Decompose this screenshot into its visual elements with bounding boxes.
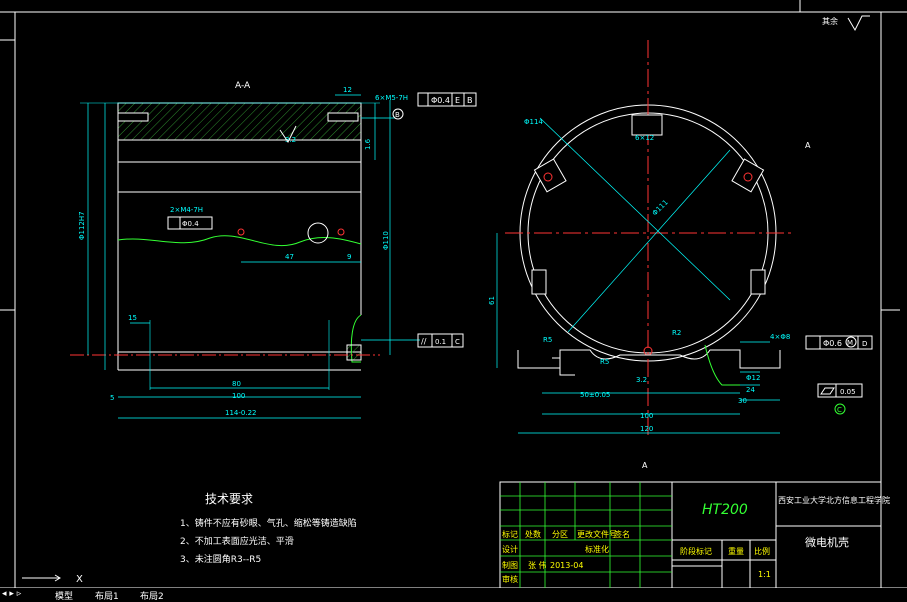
tb-design: 设计 [502, 544, 518, 554]
dim-r05: R5 [600, 358, 609, 366]
tb-stage: 阶段标记 [680, 546, 712, 556]
datum-b-label: B [395, 111, 400, 119]
dim-61: 61 [488, 296, 496, 305]
tb-ratio: 比例 [754, 546, 770, 556]
section-view [70, 102, 380, 390]
tech-item-3: 3、未注圆角R3--R5 [180, 553, 261, 565]
tb-scale: 1:1 [758, 570, 771, 579]
dim-6x12: 6×12 [635, 134, 654, 142]
dim-r32: 3.2 [285, 136, 296, 144]
roughness-symbol-top [279, 125, 297, 143]
ucs-icon [22, 574, 61, 582]
svg-text:B: B [467, 96, 473, 105]
svg-text:0.1: 0.1 [435, 338, 446, 346]
dim-dia-inner: Φ110 [382, 231, 390, 250]
trim-marks [0, 0, 900, 311]
dim-114: 114-0.22 [225, 409, 256, 417]
roughness-note: 其余 [822, 16, 838, 26]
tb-institution: 西安工业大学北方信息工程学院 [778, 495, 890, 505]
dim-120: 120 [640, 425, 653, 433]
tb-sign: 签名 [614, 529, 630, 539]
dim-80: 80 [232, 380, 241, 388]
gdt-frame-thread2: Φ0.4 [167, 216, 213, 230]
svg-text:Φ0.4: Φ0.4 [182, 220, 199, 228]
svg-text:Φ0.4: Φ0.4 [431, 96, 450, 105]
tech-item-2: 2、不加工表面应光洁、平滑 [180, 535, 294, 547]
tab-model[interactable]: 模型 [55, 592, 74, 602]
svg-text:0.05: 0.05 [840, 388, 856, 396]
tb-date: 2013-04 [550, 561, 583, 570]
tb-docno: 更改文件号 [577, 529, 617, 539]
dim-4x8: 4×Φ8 [770, 333, 790, 341]
tb-weight: 重量 [728, 546, 744, 556]
dim-15: 15 [128, 314, 137, 322]
dim-dia-len: Φ112H7 [78, 211, 86, 240]
dim-dia111: Φ111 [651, 198, 670, 217]
svg-text://: // [421, 337, 427, 346]
datum-b-circle [392, 108, 404, 120]
svg-text:E: E [455, 96, 460, 105]
ucs-x-label: X [76, 574, 83, 585]
dim-thread2: 2×M4-7H [170, 206, 203, 214]
tb-std: 标准化 [585, 544, 609, 554]
tb-designer: 张 伟 [528, 560, 547, 570]
dim-12b: Φ12 [746, 374, 760, 382]
sheet-frame [0, 11, 907, 589]
svg-text:D: D [862, 340, 867, 348]
dim-r16: 1.6 [364, 138, 372, 150]
gdt-frame-parallel: // 0.1 C [417, 333, 464, 348]
view-arrow-label-top: A [805, 141, 811, 150]
svg-text:C: C [837, 406, 842, 414]
dim-30: 30 [738, 397, 747, 405]
section-dimensions [87, 94, 420, 419]
tb-mark: 标记 [502, 529, 518, 539]
dim-r2: R2 [672, 329, 681, 337]
tb-count: 处数 [525, 529, 541, 539]
tab-layout-1[interactable]: 布局1 [95, 592, 119, 602]
dim-50: 50±0.05 [580, 391, 610, 399]
layout-tab-bar: ◂ ▸ ▹ 模型 布局1 布局2 [0, 588, 907, 602]
dim-100: 100 [232, 392, 245, 400]
title-block-grid [500, 482, 672, 588]
front-view [505, 40, 795, 435]
dim-12: 12 [343, 86, 352, 94]
tech-item-1: 1、铸件不应有砂眼、气孔、缩松等铸造缺陷 [180, 517, 357, 529]
tb-check: 审核 [502, 574, 518, 584]
front-dimensions [496, 233, 780, 434]
roughness-corner-symbol [847, 15, 870, 32]
tb-zone: 分区 [552, 530, 568, 539]
svg-text:Φ0.6: Φ0.6 [823, 339, 842, 348]
tab-layout-2[interactable]: 布局2 [140, 592, 164, 602]
dim-r5: R5 [543, 336, 552, 344]
svg-text:C: C [455, 338, 460, 346]
tech-title: 技术要求 [205, 492, 253, 506]
dim-thread: 6×M5-7H [375, 94, 408, 102]
gdt-frame-top: Φ0.4 E B [417, 92, 477, 107]
tb-part-name: 微电机壳 [805, 535, 849, 549]
tb-draw: 制图 [502, 560, 518, 570]
dim-9: 9 [347, 253, 351, 261]
dim-100b: 100 [640, 412, 653, 420]
svg-text:M: M [847, 339, 853, 347]
tab-nav-arrows[interactable]: ◂ ▸ ▹ [2, 589, 22, 599]
tb-material: HT200 [702, 502, 748, 518]
dim-5: 5 [110, 394, 114, 402]
dim-24: 24 [746, 386, 755, 394]
gdt-frame-position: Φ0.6 M D [805, 335, 873, 350]
section-title: A-A [235, 81, 251, 91]
gdt-frame-flatness: 0.05 C [817, 383, 863, 415]
dim-dia114: Φ114 [524, 118, 543, 126]
view-arrow-label-bottom: A [642, 461, 648, 470]
dim-r32b: 3.2 [636, 376, 647, 384]
dim-47: 47 [285, 253, 294, 261]
